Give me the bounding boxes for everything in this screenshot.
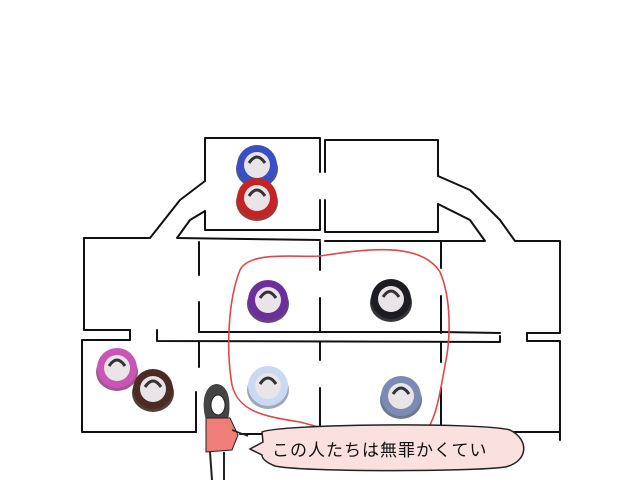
portrait-icon [388, 383, 414, 409]
token-pink[interactable] [96, 348, 138, 391]
suspect-loop [227, 248, 450, 442]
token-black[interactable] [370, 279, 412, 322]
token-blue[interactable] [236, 145, 278, 188]
speech-bubble-text: この人たちは無罪かくてい [272, 441, 488, 461]
portrait-icon [255, 287, 281, 313]
portrait-icon [255, 373, 281, 399]
portrait-icon [140, 376, 166, 402]
girl-character [203, 384, 249, 480]
portrait-icon [244, 185, 270, 211]
portrait-icon [244, 152, 270, 178]
token-purple[interactable] [247, 280, 289, 323]
token-light-blue[interactable] [247, 366, 289, 409]
token-brown[interactable] [132, 369, 174, 412]
token-slate[interactable] [380, 376, 422, 419]
portrait-icon [104, 355, 130, 381]
portrait-icon [378, 286, 404, 312]
speech-bubble [248, 424, 525, 472]
token-red[interactable] [236, 178, 278, 221]
